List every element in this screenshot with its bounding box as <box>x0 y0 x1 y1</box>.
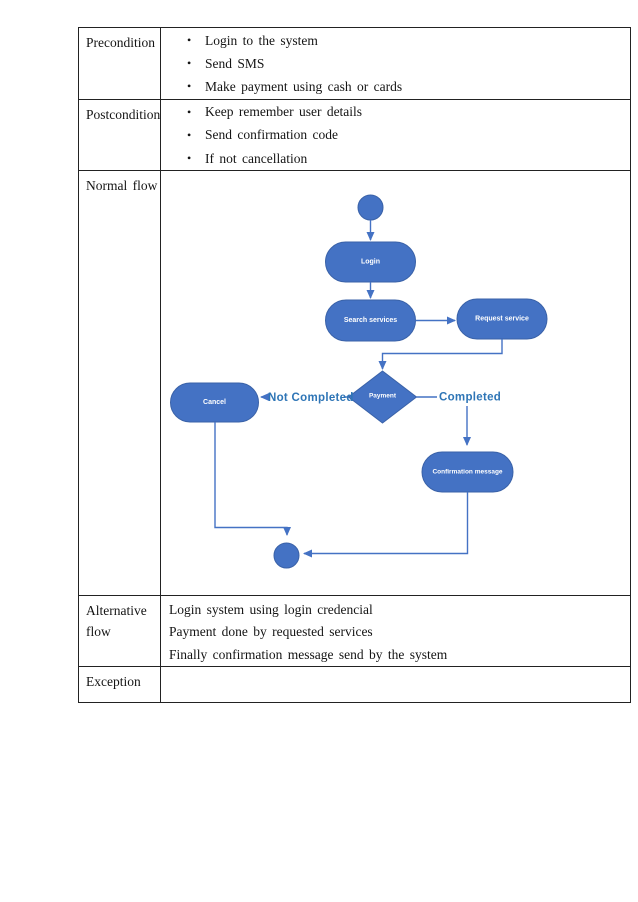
table-row-precondition: Precondition • Login to the system • Sen… <box>78 27 631 100</box>
row-content-precondition: • Login to the system • Send SMS • Make … <box>160 27 631 100</box>
bullet-text: Login to the system <box>205 32 318 48</box>
bullet-item: • Login to the system <box>161 29 630 52</box>
bullet-text: Make payment using cash or cards <box>205 78 403 94</box>
bullet-icon: • <box>187 151 192 166</box>
use-case-table: Precondition • Login to the system • Sen… <box>78 27 631 703</box>
bullet-item: • Make payment using cash or cards <box>161 75 630 98</box>
row-label-exception: Exception <box>78 665 161 703</box>
table-row-normal-flow: Normal flow <box>78 170 631 597</box>
table-row-alternative-flow: Alternative flow Login system using logi… <box>78 595 631 667</box>
bullet-text: Send confirmation code <box>205 127 338 143</box>
bullet-item: • Send confirmation code <box>161 124 630 147</box>
flow-text-line: Payment done by requested services <box>169 624 373 640</box>
bullet-text: Keep remember user details <box>205 104 363 120</box>
row-content-exception <box>160 665 631 703</box>
row-label-alternative-flow: Alternative flow <box>78 595 161 667</box>
bullet-icon: • <box>187 79 192 94</box>
bullet-text: Send SMS <box>205 55 265 71</box>
bullet-text: If not cancellation <box>205 150 308 166</box>
bullet-item: • If not cancellation <box>161 147 630 170</box>
row-label-normal-flow: Normal flow <box>78 170 161 597</box>
bullet-icon: • <box>187 56 192 71</box>
bullet-icon: • <box>187 104 192 119</box>
flow-text-line: Finally confirmation message send by the… <box>169 646 448 662</box>
bullet-icon: • <box>187 127 192 142</box>
row-content-postcondition: • Keep remember user details • Send conf… <box>160 98 631 172</box>
table-row-exception: Exception <box>78 665 631 703</box>
bullet-item: • Send SMS <box>161 52 630 75</box>
flow-text-line: Login system using login credencial <box>169 602 373 618</box>
row-content-alternative-flow: Login system using login credencial Paym… <box>160 595 631 667</box>
row-label-postcondition: Postcondition <box>78 98 161 172</box>
row-content-normal-flow <box>160 170 631 597</box>
bullet-item: • Keep remember user details <box>161 101 630 124</box>
table-row-postcondition: Postcondition • Keep remember user detai… <box>78 98 631 172</box>
row-label-precondition: Precondition <box>78 27 161 100</box>
bullet-icon: • <box>187 33 192 48</box>
